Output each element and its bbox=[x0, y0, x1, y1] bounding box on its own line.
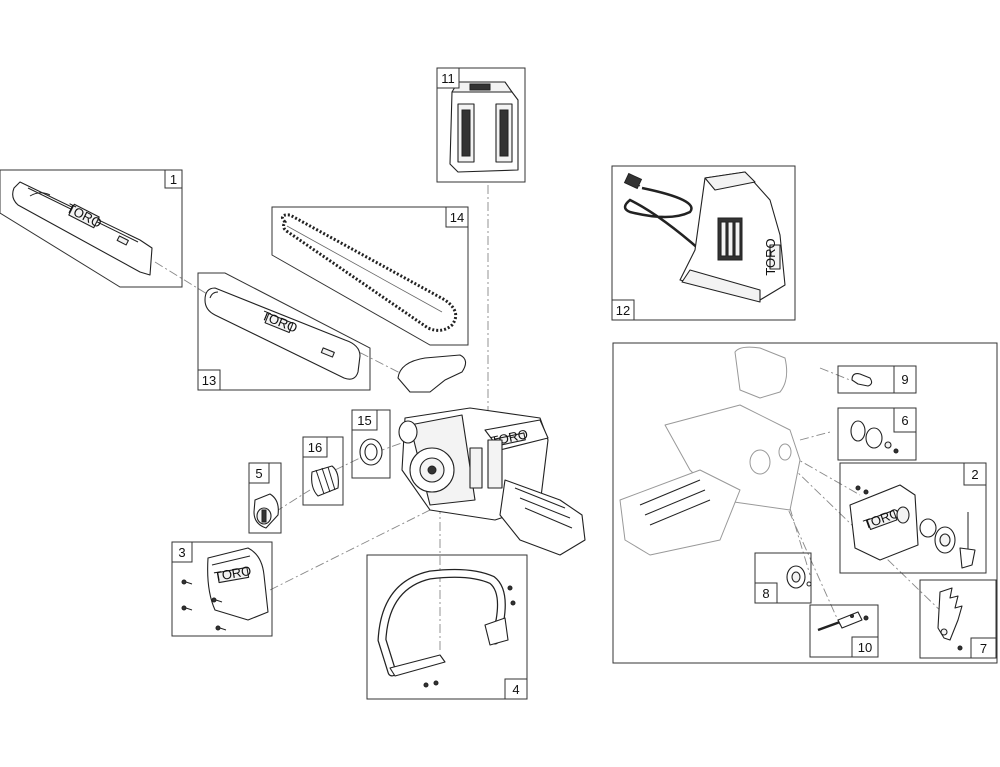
part-10-adjuster-group: 10 bbox=[809, 604, 879, 658]
callout-6: 6 bbox=[901, 413, 908, 428]
part-6-tension-knob-group: 6 bbox=[837, 407, 917, 461]
callout-14: 14 bbox=[450, 210, 464, 225]
part-12-charger-group: TORO 12 bbox=[611, 165, 796, 321]
callout-5: 5 bbox=[255, 466, 262, 481]
handle-screws bbox=[423, 585, 516, 688]
part-4-front-handle-group: 4 bbox=[366, 554, 528, 700]
callout-15: 15 bbox=[357, 413, 371, 428]
part-7-plate-group: 7 bbox=[919, 579, 997, 659]
leader-lines bbox=[154, 185, 951, 650]
callout-7: 7 bbox=[980, 641, 987, 656]
part-3-side-cover-group: TORO 3 bbox=[171, 541, 273, 637]
part-15-washer-group: 15 bbox=[351, 409, 391, 479]
chainsaw-body: TORO bbox=[397, 354, 586, 556]
part-11-battery-group: 11 bbox=[436, 67, 526, 183]
part-14-saw-chain-group: 14 bbox=[271, 206, 469, 346]
callout-8: 8 bbox=[762, 586, 769, 601]
part-8-gear-group: 8 bbox=[754, 552, 812, 604]
callout-4: 4 bbox=[512, 682, 519, 697]
part-9-pin-group: 9 bbox=[837, 365, 917, 394]
callout-9: 9 bbox=[901, 372, 908, 387]
detail-panel-body-ghost bbox=[619, 346, 801, 556]
side-cover-brand: TORO bbox=[213, 563, 252, 584]
callout-11: 11 bbox=[441, 71, 455, 86]
part-13-guide-bar-group: TORO 13 bbox=[197, 272, 371, 391]
callout-12: 12 bbox=[616, 303, 630, 318]
part-5-knob-nut-group: 5 bbox=[248, 462, 282, 534]
side-cover-screws bbox=[181, 579, 227, 631]
part-16-sprocket-group: 16 bbox=[302, 436, 344, 506]
detail-panel: 9 6 TORO 2 bbox=[612, 342, 998, 664]
callout-16: 16 bbox=[308, 440, 322, 455]
callout-3: 3 bbox=[178, 545, 185, 560]
part-1-bar-cover-group: TORO 1 bbox=[0, 169, 183, 288]
callout-2: 2 bbox=[971, 467, 978, 482]
charger-brand: TORO bbox=[763, 238, 778, 275]
callout-1: 1 bbox=[170, 172, 177, 187]
part-2-chain-cover-group: TORO 2 bbox=[839, 462, 987, 574]
callout-13: 13 bbox=[202, 373, 216, 388]
callout-10: 10 bbox=[858, 640, 872, 655]
